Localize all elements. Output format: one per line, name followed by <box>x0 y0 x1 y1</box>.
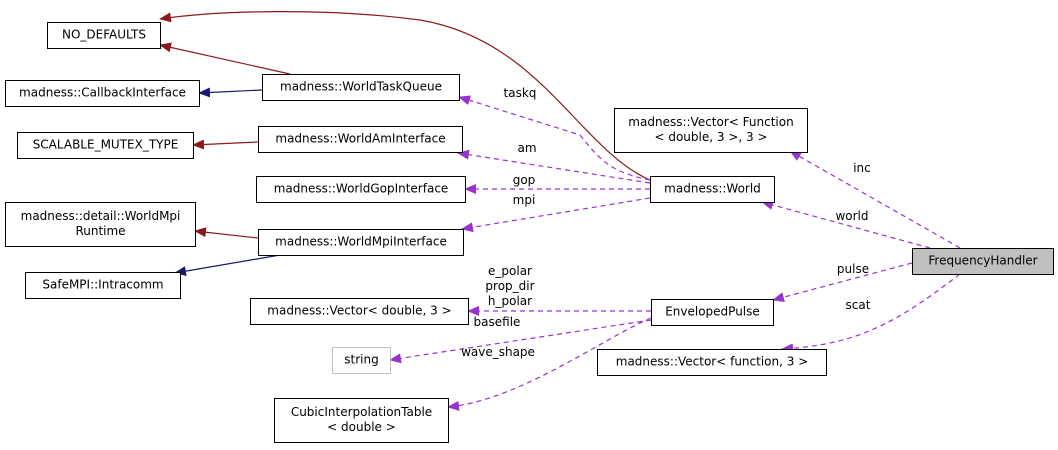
node-label-gopinterface: madness::WorldGopInterface <box>274 182 449 196</box>
node-mpiinterface[interactable]: madness::WorldMpiInterface <box>258 229 464 256</box>
edge-label-pulse-to-vector3: e_polar <box>488 264 532 278</box>
node-taskqueue[interactable]: madness::WorldTaskQueue <box>262 74 460 101</box>
node-box-world <box>650 176 775 203</box>
edge-taskqueue-to-no_defaults <box>159 42 291 75</box>
edge-label-freq-to-vecfunc: inc <box>853 161 871 175</box>
node-box-freq <box>912 248 1054 275</box>
node-label-vecfunc: madness::Vector< Function <box>628 115 793 129</box>
node-label-scalable: SCALABLE_MUTEX_TYPE <box>33 138 179 152</box>
node-callback[interactable]: madness::CallbackInterface <box>5 80 200 107</box>
node-label-cubic: CubicInterpolationTable <box>291 405 432 419</box>
node-box-vecfunction <box>597 349 827 376</box>
node-vecfunc[interactable]: madness::Vector< Function< double, 3 >, … <box>614 108 808 153</box>
node-vector3[interactable]: madness::Vector< double, 3 > <box>250 298 469 325</box>
edge-mpiinterface-to-worldmpiruntime <box>194 227 259 239</box>
node-aminterface[interactable]: madness::WorldAmInterface <box>258 126 463 153</box>
edge-pulse-to-cubic <box>447 317 652 411</box>
node-vecfunction[interactable]: madness::Vector< function, 3 > <box>597 349 827 376</box>
node-label-no_defaults: NO_DEFAULTS <box>62 28 146 42</box>
node-world[interactable]: madness::World <box>650 176 775 203</box>
node-label-aminterface: madness::WorldAmInterface <box>275 132 445 146</box>
node-cubic[interactable]: CubicInterpolationTable< double > <box>274 398 449 443</box>
node-label-vector3: madness::Vector< double, 3 > <box>267 304 451 318</box>
edge-world-to-aminterface <box>457 149 651 184</box>
edge-label-world-to-taskqueue: taskq <box>504 86 537 100</box>
edge-aminterface-to-scalable <box>192 139 259 150</box>
edge-label-freq-to-pulse: pulse <box>837 262 869 276</box>
node-box-callback <box>5 80 200 107</box>
node-label-freq: FrequencyHandler <box>928 254 1037 268</box>
node-box-vecfunc <box>614 108 808 153</box>
node-freq[interactable]: FrequencyHandler <box>912 248 1054 275</box>
edge-freq-to-pulse <box>772 262 913 303</box>
edge-label-world-to-gopinterface: gop <box>513 173 536 187</box>
node-box-mpiinterface <box>258 229 464 256</box>
edge-world-to-no_defaults <box>159 11 651 181</box>
edge-label-world-to-aminterface: am <box>517 141 536 155</box>
node-label-pulse: EnvelopedPulse <box>665 305 760 319</box>
node-label-safempi: SafeMPI::Intracomm <box>42 278 163 292</box>
node-label-callback: madness::CallbackInterface <box>19 86 186 100</box>
edge-label-world-to-mpiinterface: mpi <box>513 193 536 207</box>
node-label-worldmpiruntime: madness::detail::WorldMpi <box>21 209 181 223</box>
node-box-gopinterface <box>256 176 466 203</box>
edge-world-to-taskqueue <box>458 95 651 181</box>
node-box-no_defaults <box>47 22 161 49</box>
node-safempi[interactable]: SafeMPI::Intracomm <box>25 272 181 299</box>
node-no_defaults[interactable]: NO_DEFAULTS <box>47 22 161 49</box>
edge-freq-to-vecfunction <box>781 273 961 354</box>
node-box-cubic <box>274 398 449 443</box>
node-label-vecfunction: madness::Vector< function, 3 > <box>616 355 809 369</box>
node-pulse[interactable]: EnvelopedPulse <box>651 299 774 326</box>
node-label-vecfunc: < double, 3 >, 3 > <box>654 130 767 144</box>
node-box-scalable <box>17 132 194 159</box>
edge-label-pulse-to-vector3: prop_dir <box>485 279 534 293</box>
node-box-worldmpiruntime <box>5 202 196 247</box>
node-box-safempi <box>25 272 181 299</box>
node-box-taskqueue <box>262 74 460 101</box>
node-box-vector3 <box>250 298 469 325</box>
edge-mpiinterface-to-safempi <box>174 254 281 277</box>
edge-freq-to-world <box>761 200 931 249</box>
edge-label-freq-to-vecfunction: scat <box>846 298 871 312</box>
edge-taskqueue-to-callback <box>198 87 263 98</box>
edge-pulse-to-string <box>389 319 652 364</box>
edges-layer <box>159 11 961 411</box>
edge-label-pulse-to-vector3: h_polar <box>488 294 532 308</box>
node-label-world: madness::World <box>664 182 761 196</box>
edge-label-pulse-to-string: basefile <box>474 315 521 329</box>
node-box-string <box>332 347 391 374</box>
node-gopinterface[interactable]: madness::WorldGopInterface <box>256 176 466 203</box>
edge-label-freq-to-world: world <box>835 209 868 223</box>
node-box-pulse <box>651 299 774 326</box>
node-scalable[interactable]: SCALABLE_MUTEX_TYPE <box>17 132 194 159</box>
node-box-aminterface <box>258 126 463 153</box>
node-label-cubic: < double > <box>327 420 396 434</box>
node-string[interactable]: string <box>332 347 391 374</box>
node-label-taskqueue: madness::WorldTaskQueue <box>280 80 442 94</box>
nodes-layer: NO_DEFAULTSmadness::CallbackInterfaceSCA… <box>5 22 1054 443</box>
edge-label-pulse-to-cubic: wave_shape <box>461 345 535 359</box>
labels-layer: taskq am gop mpi inc world pulse scat e_polarpro… <box>461 86 871 359</box>
edge-world-to-mpiinterface <box>461 197 651 233</box>
edge-freq-to-vecfunc <box>789 150 961 249</box>
node-label-worldmpiruntime: Runtime <box>75 224 125 238</box>
node-label-string: string <box>344 353 378 367</box>
node-label-mpiinterface: madness::WorldMpiInterface <box>275 235 447 249</box>
